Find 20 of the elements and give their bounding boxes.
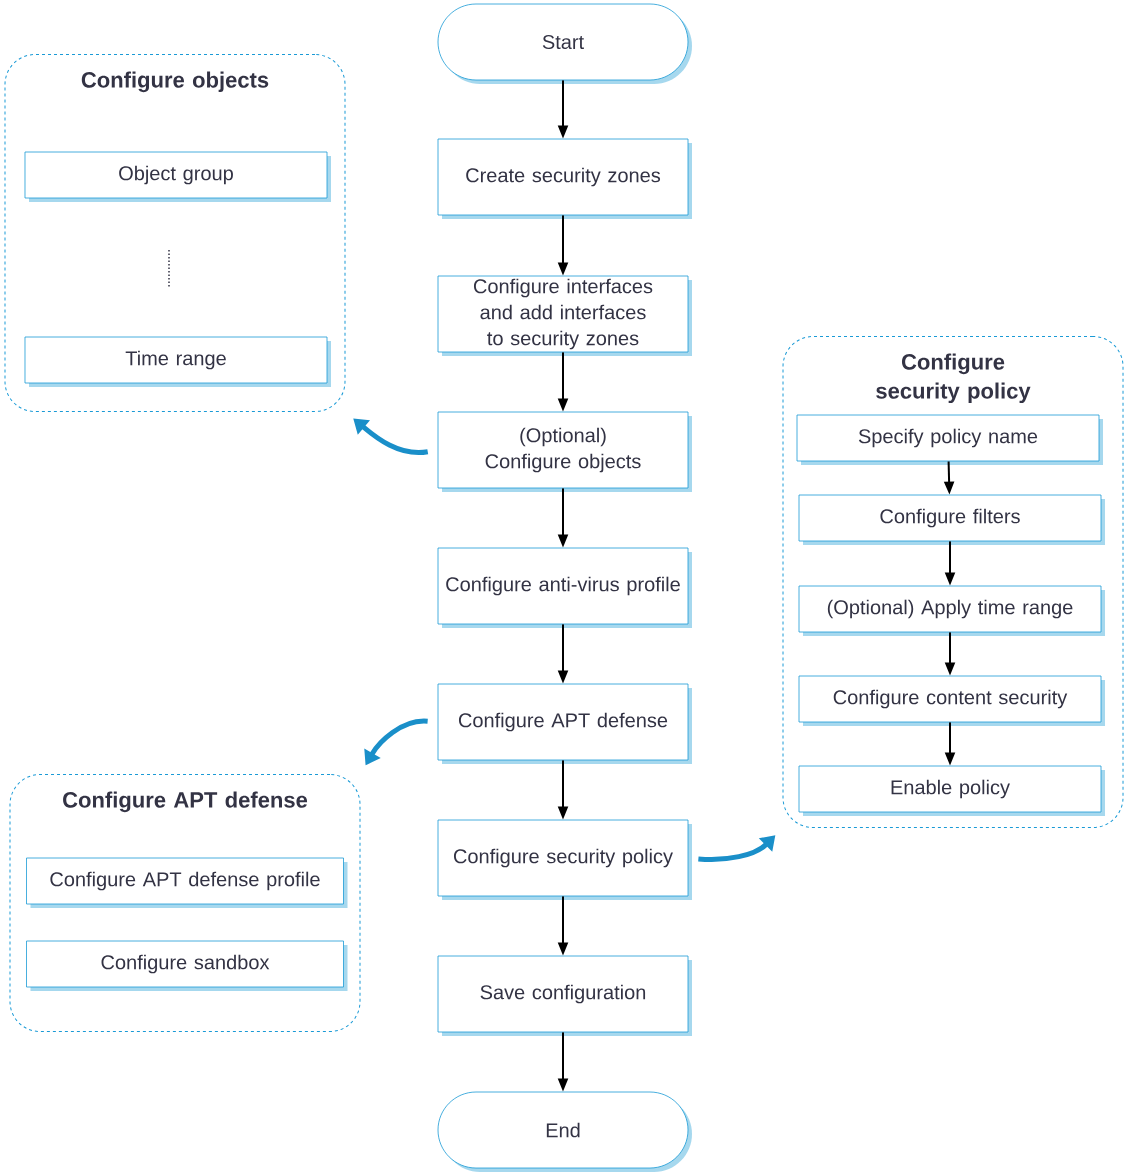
process-box: Enable policy (798, 765, 1105, 816)
process-box: Specify policy name (796, 414, 1103, 465)
process-box: Configure anti-virus profile (437, 547, 692, 628)
process-box: Configure sandbox (26, 940, 348, 991)
terminator-pill: End (437, 1091, 692, 1172)
process-box: Configure APT defense profile (26, 857, 348, 908)
process-box: Create security zones (437, 138, 692, 219)
process-box: Save configuration (437, 955, 692, 1036)
process-box: Configure filters (798, 494, 1105, 545)
terminator-pill: Start (437, 3, 692, 84)
process-box: Configure interfaces and add interfaces to security zones (437, 275, 692, 356)
process-box: Time range (24, 336, 331, 387)
process-box: Configure content security (798, 675, 1105, 726)
process-box: Configure security policy (437, 819, 692, 900)
process-box: Object group (24, 151, 331, 202)
process-box: (Optional) Configure objects (437, 411, 692, 492)
node-label: End (546, 1122, 580, 1138)
process-box: (Optional) Apply time range (798, 585, 1105, 636)
arrow (353, 418, 429, 455)
process-box: Configure APT defense (437, 683, 692, 764)
